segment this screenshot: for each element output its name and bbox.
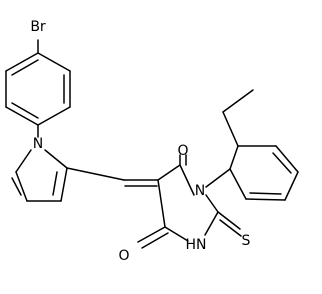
bromophenyl-ring bbox=[5, 39, 71, 138]
atom-n3-h: HN bbox=[186, 237, 207, 253]
atom-thione-s: S bbox=[242, 233, 251, 249]
atom-n1: N bbox=[195, 183, 205, 199]
methylidene-bridge bbox=[66, 167, 159, 187]
atom-br: Br bbox=[30, 19, 46, 35]
atom-pyrrole-n: N bbox=[33, 136, 43, 152]
atom-carbonyl-o-upper: O bbox=[177, 143, 188, 159]
ethylphenyl-group bbox=[205, 89, 299, 201]
pyrimidine-ring bbox=[137, 154, 242, 249]
atom-carbonyl-o-lower: O bbox=[118, 248, 129, 264]
pyrrole-ring bbox=[11, 149, 68, 202]
